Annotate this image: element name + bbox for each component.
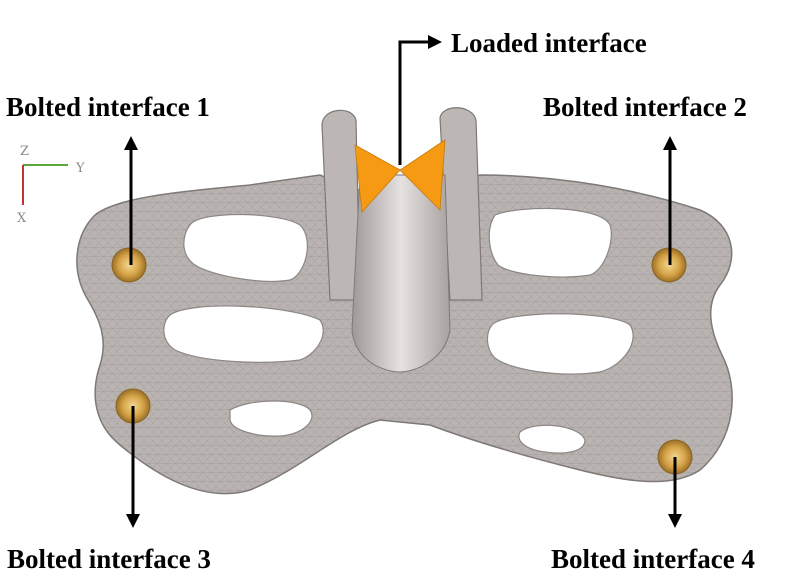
- cutout-upper-right: [488, 207, 612, 278]
- arrow-bolted-2: [663, 136, 677, 265]
- axis-y-label: Y: [76, 161, 85, 176]
- cutout-low-right: [518, 424, 586, 454]
- bolted-interface-2-label: Bolted interface 2: [543, 92, 747, 122]
- arrow-loaded: [398, 35, 442, 165]
- axis-x-label: X: [17, 211, 27, 226]
- right-lug: [439, 107, 483, 301]
- loaded-interface-label: Loaded interface: [451, 28, 647, 58]
- load-cone-left: [354, 144, 401, 213]
- axis-z-label: Z: [20, 144, 30, 159]
- arrow-bolted-3: [126, 406, 140, 528]
- cutout-mid-left: [163, 305, 324, 363]
- cutout-mid-right: [486, 313, 634, 375]
- arrow-bolted-4: [668, 457, 682, 528]
- arrow-bolted-1: [124, 136, 138, 265]
- bolted-interface-1-label: Bolted interface 1: [6, 92, 210, 122]
- cutout-upper-left: [183, 213, 309, 282]
- bolted-interface-4-label: Bolted interface 4: [551, 544, 755, 574]
- bolted-interface-3-label: Bolted interface 3: [7, 544, 211, 574]
- bolt-1: [111, 247, 147, 283]
- axis-triad: [22, 164, 68, 205]
- slot-channel: [351, 174, 451, 373]
- load-cone-right: [399, 139, 446, 211]
- cutout-low-left: [229, 400, 313, 437]
